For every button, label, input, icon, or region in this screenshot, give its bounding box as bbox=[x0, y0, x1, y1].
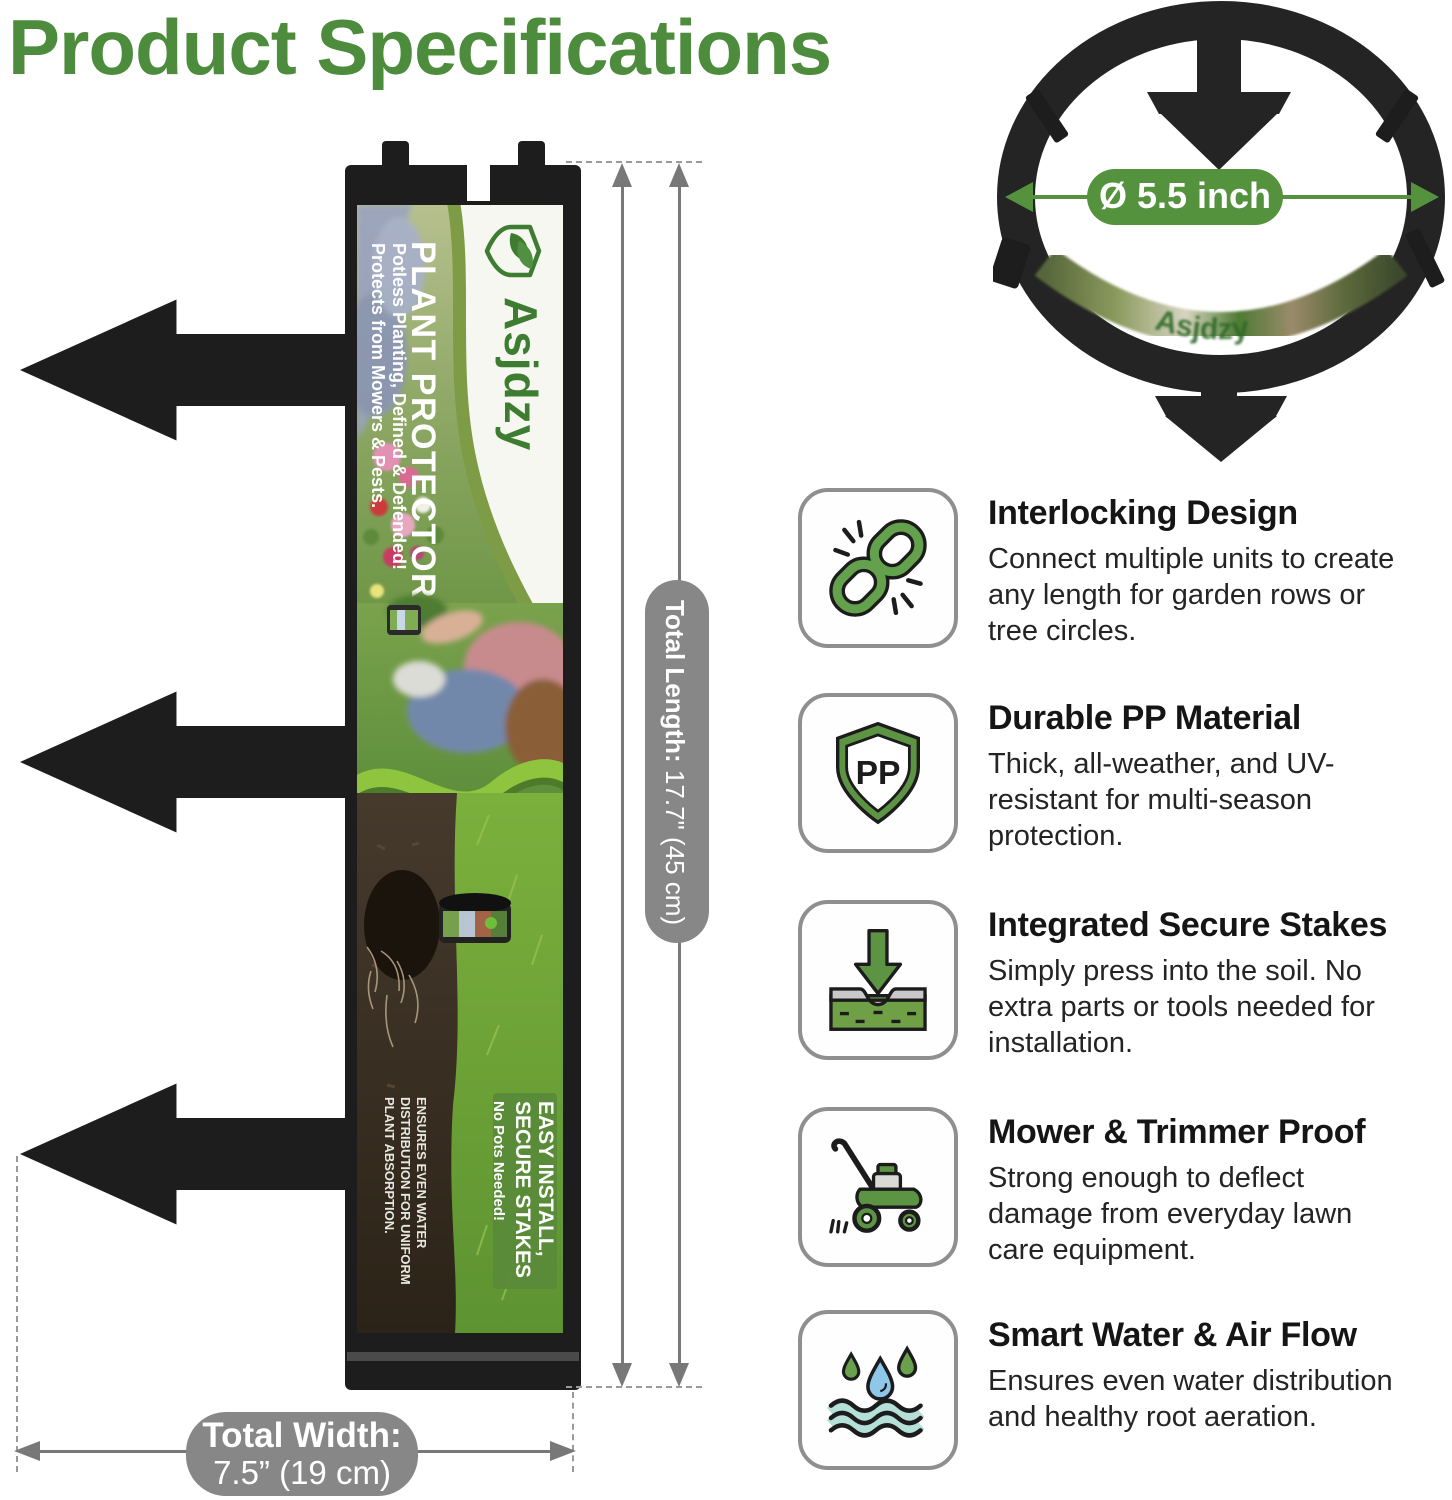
length-pill bbox=[645, 580, 709, 943]
label-green-panel bbox=[493, 1093, 557, 1289]
length-label: Total Length: 17.7" (45 cm) bbox=[659, 600, 690, 925]
stake-arrow-top bbox=[20, 299, 346, 441]
diameter-pill bbox=[1087, 169, 1283, 225]
arrow-left-icon bbox=[1005, 182, 1033, 212]
pp-shield-icon: PP bbox=[836, 721, 920, 825]
ring-bottom-stake-icon bbox=[1155, 364, 1287, 462]
chain-link-icon bbox=[829, 519, 927, 617]
feature-body: Ensures even water distribution and heal… bbox=[988, 1365, 1393, 1433]
feature-item: Integrated Secure Stakes Simply press in… bbox=[988, 906, 1420, 1062]
flowers-art bbox=[363, 443, 444, 598]
arrow-up-icon bbox=[669, 163, 689, 187]
feature-item: Interlocking Design Connect multiple uni… bbox=[988, 494, 1408, 650]
planted-ring-art bbox=[439, 893, 511, 943]
mountains-art bbox=[357, 205, 425, 440]
feature-title: Interlocking Design bbox=[988, 494, 1298, 532]
arrow-right-icon bbox=[550, 1441, 576, 1461]
brand-logo-icon bbox=[484, 224, 542, 278]
stake-arrow-middle bbox=[20, 691, 346, 833]
feature-body: Strong enough to deflect damage from eve… bbox=[988, 1162, 1353, 1266]
ring-interlock-tabs bbox=[993, 89, 1445, 289]
roots-art bbox=[366, 946, 419, 1048]
feature-body: Thick, all-weather, and UV-resistant for… bbox=[988, 748, 1335, 852]
extension-line-top bbox=[566, 161, 702, 163]
arrow-up-icon bbox=[612, 163, 632, 187]
feature-tile bbox=[798, 1310, 958, 1470]
interlock-slot bbox=[467, 165, 490, 201]
arrow-right-icon bbox=[1411, 182, 1439, 212]
feature-item: Mower & Trimmer Proof Strong enough to d… bbox=[988, 1113, 1390, 1269]
extension-line-bottom bbox=[566, 1386, 702, 1388]
arrow-left-icon bbox=[14, 1441, 40, 1461]
lawn-mower-icon bbox=[829, 1138, 923, 1234]
feature-tile bbox=[798, 488, 958, 648]
water-drops-waves-icon bbox=[826, 1345, 925, 1438]
label-headline: PLANT PROTECTOR: bbox=[404, 241, 442, 612]
strip-bottom-cap bbox=[347, 1352, 579, 1361]
feature-tile bbox=[798, 900, 958, 1060]
feature-title: Durable PP Material bbox=[988, 699, 1302, 737]
length-dimension-line bbox=[621, 186, 624, 1366]
product-label-artwork: Asjdzy PLANT PROTECTOR: Potless Planting… bbox=[357, 205, 563, 1333]
width-pill: Total Width: 7.5” (19 cm) bbox=[186, 1412, 418, 1496]
feature-tile bbox=[798, 1107, 958, 1267]
interlock-tab-icon bbox=[382, 141, 409, 169]
feature-title: Smart Water & Air Flow bbox=[988, 1316, 1357, 1354]
arrow-down-icon bbox=[669, 1363, 689, 1387]
interlock-tab-icon bbox=[518, 141, 545, 169]
feature-title: Integrated Secure Stakes bbox=[988, 906, 1388, 944]
arrow-down-icon bbox=[612, 1363, 632, 1387]
feature-body: Simply press into the soil. No extra par… bbox=[988, 955, 1375, 1059]
label-panel-text: EASY INSTALL, SECURE STAKES No Pots Need… bbox=[490, 1101, 557, 1284]
ring-top-stake-icon bbox=[1147, 22, 1291, 170]
feature-body: Connect multiple units to create any len… bbox=[988, 543, 1395, 647]
width-label-value: 7.5” (19 cm) bbox=[213, 1454, 391, 1492]
gardener-art bbox=[387, 595, 563, 775]
label-soil-text: ENSURES EVEN WATER DISTRIBUTION FOR UNIF… bbox=[382, 1097, 429, 1288]
diameter-dimension: Ø 5.5 inch bbox=[1005, 169, 1439, 225]
ring-product-view: Asjdzy Ø 5.5 inch bbox=[993, 1, 1445, 462]
brand-name: Asjdzy bbox=[495, 297, 547, 451]
svg-text:PP: PP bbox=[856, 755, 901, 792]
feature-item: Smart Water & Air Flow Ensures even wate… bbox=[988, 1316, 1446, 1436]
diameter-label: Ø 5.5 inch bbox=[1099, 175, 1271, 216]
width-label-title: Total Width: bbox=[202, 1415, 402, 1455]
extension-line-right bbox=[572, 1392, 574, 1472]
extension-line-left bbox=[16, 1156, 18, 1472]
feature-item: Durable PP Material Thick, all-weather, … bbox=[988, 699, 1408, 855]
stake-into-soil-icon bbox=[829, 929, 927, 1031]
page-title: Product Specifications bbox=[8, 3, 832, 91]
feature-title: Mower & Trimmer Proof bbox=[988, 1113, 1366, 1151]
brand-band bbox=[453, 205, 563, 667]
length-label-value: 17.7" (45 cm) bbox=[660, 762, 690, 926]
feature-tile: PP bbox=[798, 693, 958, 853]
stake-arrow-bottom bbox=[20, 1083, 346, 1225]
ring-in-hands-art bbox=[387, 605, 421, 635]
label-subtitle: Potless Planting, Defined & Defended! Pr… bbox=[368, 243, 409, 575]
length-label-bold: Total Length: bbox=[660, 600, 690, 763]
